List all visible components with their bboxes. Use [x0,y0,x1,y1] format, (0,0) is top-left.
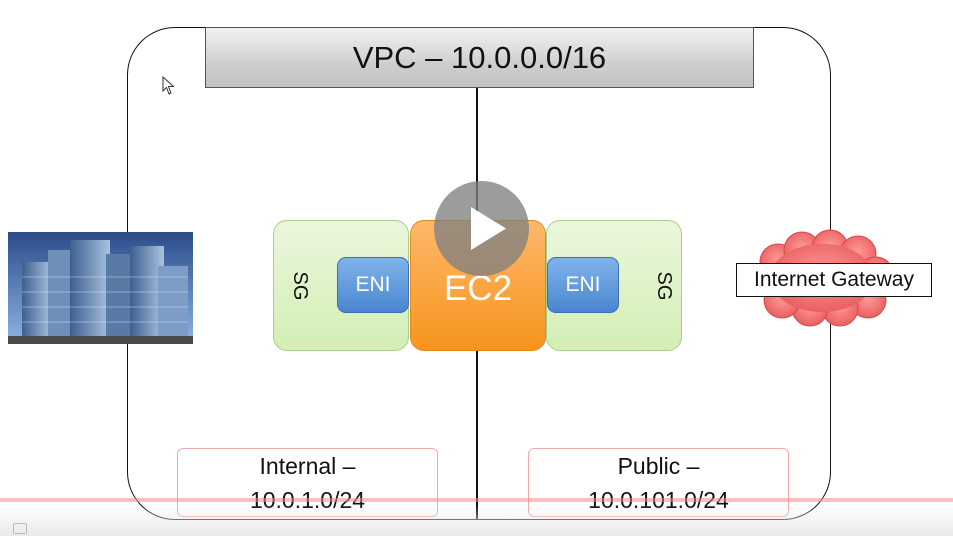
eni-right-label: ENI [565,273,601,296]
sg-left-label: SG [288,271,311,300]
sg-right-label: SG [652,271,675,300]
internet-gateway-text: Internet Gateway [754,268,914,291]
eni-right: ENI [547,257,619,313]
captions-icon[interactable] [13,523,27,534]
video-control-bar [0,505,953,536]
vpc-title-text: VPC – 10.0.0.0/16 [352,39,607,75]
internal-subnet-name: Internal – [259,452,356,479]
mouse-cursor-icon [162,75,176,101]
video-progress-bar[interactable] [0,498,953,502]
internet-gateway-label: Internet Gateway [736,263,932,297]
office-building-icon [8,232,193,344]
eni-left: ENI [337,257,409,313]
public-subnet-name: Public – [617,452,700,479]
play-icon[interactable] [434,181,529,276]
vpc-title: VPC – 10.0.0.0/16 [205,27,754,88]
eni-left-label: ENI [355,273,391,296]
